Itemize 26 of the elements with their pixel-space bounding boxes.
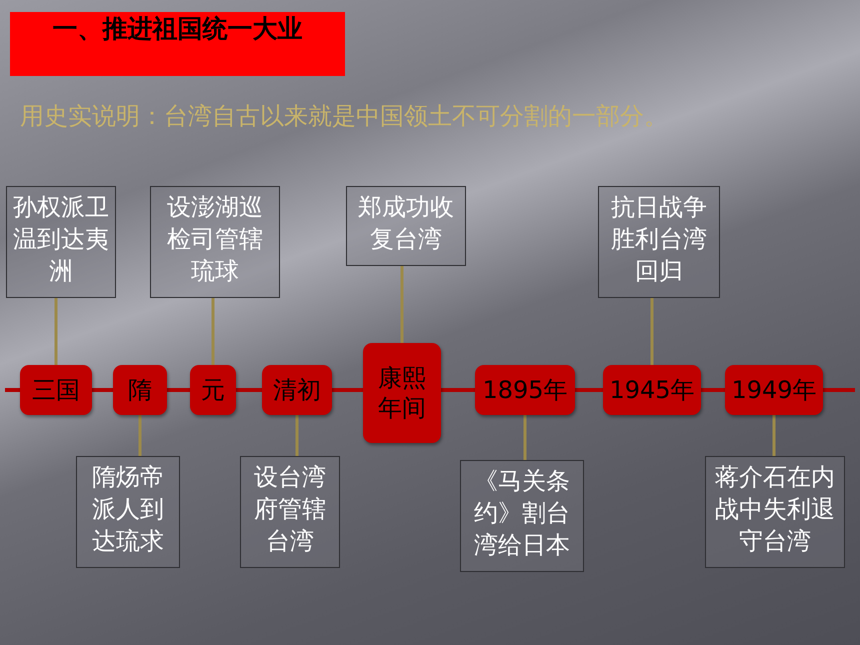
period-box: 元 bbox=[190, 365, 236, 415]
event-box: 《马关条约》割台湾给日本 bbox=[460, 460, 584, 572]
period-box: 1945年 bbox=[603, 365, 701, 415]
leader-line bbox=[54, 298, 58, 365]
title-banner: 一、推进祖国统一大业 bbox=[10, 12, 345, 76]
subtitle: 用史实说明：台湾自古以来就是中国领土不可分割的一部分。 bbox=[20, 101, 668, 132]
period-box: 康熙年间 bbox=[363, 343, 441, 443]
event-box: 抗日战争胜利台湾回归 bbox=[598, 186, 720, 298]
leader-line bbox=[296, 415, 298, 456]
event-box: 郑成功收复台湾 bbox=[346, 186, 466, 266]
leader-line bbox=[400, 266, 404, 343]
leader-line bbox=[212, 298, 214, 365]
period-box: 1949年 bbox=[725, 365, 823, 415]
event-box: 蒋介石在内战中失利退守台湾 bbox=[705, 456, 845, 568]
leader-line bbox=[772, 415, 776, 456]
leader-line bbox=[138, 415, 142, 456]
event-box: 孙权派卫温到达夷洲 bbox=[6, 186, 116, 298]
event-box: 隋炀帝派人到达琉求 bbox=[76, 456, 180, 568]
period-box: 隋 bbox=[113, 365, 167, 415]
period-box: 清初 bbox=[262, 365, 332, 415]
event-box: 设台湾府管辖台湾 bbox=[240, 456, 340, 568]
period-box: 1895年 bbox=[475, 365, 575, 415]
event-box: 设澎湖巡检司管辖琉球 bbox=[150, 186, 280, 298]
leader-line bbox=[524, 415, 526, 460]
period-box: 三国 bbox=[20, 365, 92, 415]
leader-line bbox=[650, 298, 654, 365]
